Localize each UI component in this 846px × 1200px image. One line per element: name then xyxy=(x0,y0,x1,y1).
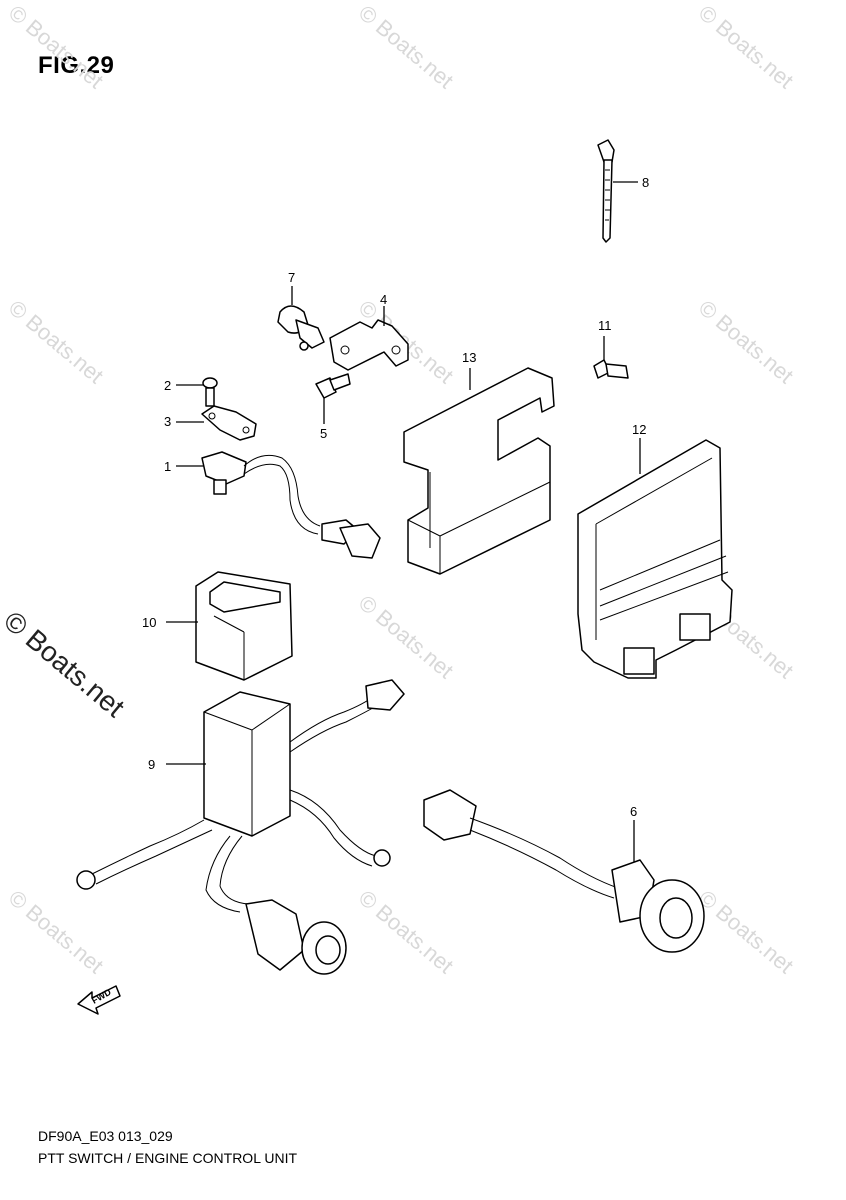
clip-part-7 xyxy=(277,286,325,351)
callout-13: 13 xyxy=(462,350,476,365)
plate-part-3 xyxy=(176,405,257,441)
callout-7: 7 xyxy=(288,270,295,285)
screw-part-2 xyxy=(176,377,218,407)
callout-9: 9 xyxy=(148,757,155,772)
cable-tie-part-8 xyxy=(597,139,638,243)
bolt-part-11 xyxy=(593,336,629,379)
bracket-part-4 xyxy=(329,306,409,371)
relay-part-9 xyxy=(76,679,405,975)
relay-cover-part-10 xyxy=(166,571,293,681)
figure-title: FIG.29 xyxy=(38,52,115,79)
callout-6: 6 xyxy=(630,804,637,819)
bolt-part-5 xyxy=(315,373,351,424)
callout-2: 2 xyxy=(164,378,171,393)
callout-10: 10 xyxy=(142,615,156,630)
callout-5: 5 xyxy=(320,426,327,441)
callout-4: 4 xyxy=(380,292,387,307)
cover-part-13 xyxy=(403,367,555,575)
diagram-code: DF90A_E03 013_029 xyxy=(38,1128,173,1144)
ptt-switch-part-6 xyxy=(423,789,705,953)
callout-12: 12 xyxy=(632,422,646,437)
ecu-part-12 xyxy=(577,438,733,679)
diagram-caption: PTT SWITCH / ENGINE CONTROL UNIT xyxy=(38,1150,298,1166)
callout-1: 1 xyxy=(164,459,171,474)
fwd-arrow-icon: FWD xyxy=(77,985,121,1015)
callout-11: 11 xyxy=(598,318,612,333)
sensor-part-1 xyxy=(176,451,381,559)
callout-3: 3 xyxy=(164,414,171,429)
callout-8: 8 xyxy=(642,175,649,190)
